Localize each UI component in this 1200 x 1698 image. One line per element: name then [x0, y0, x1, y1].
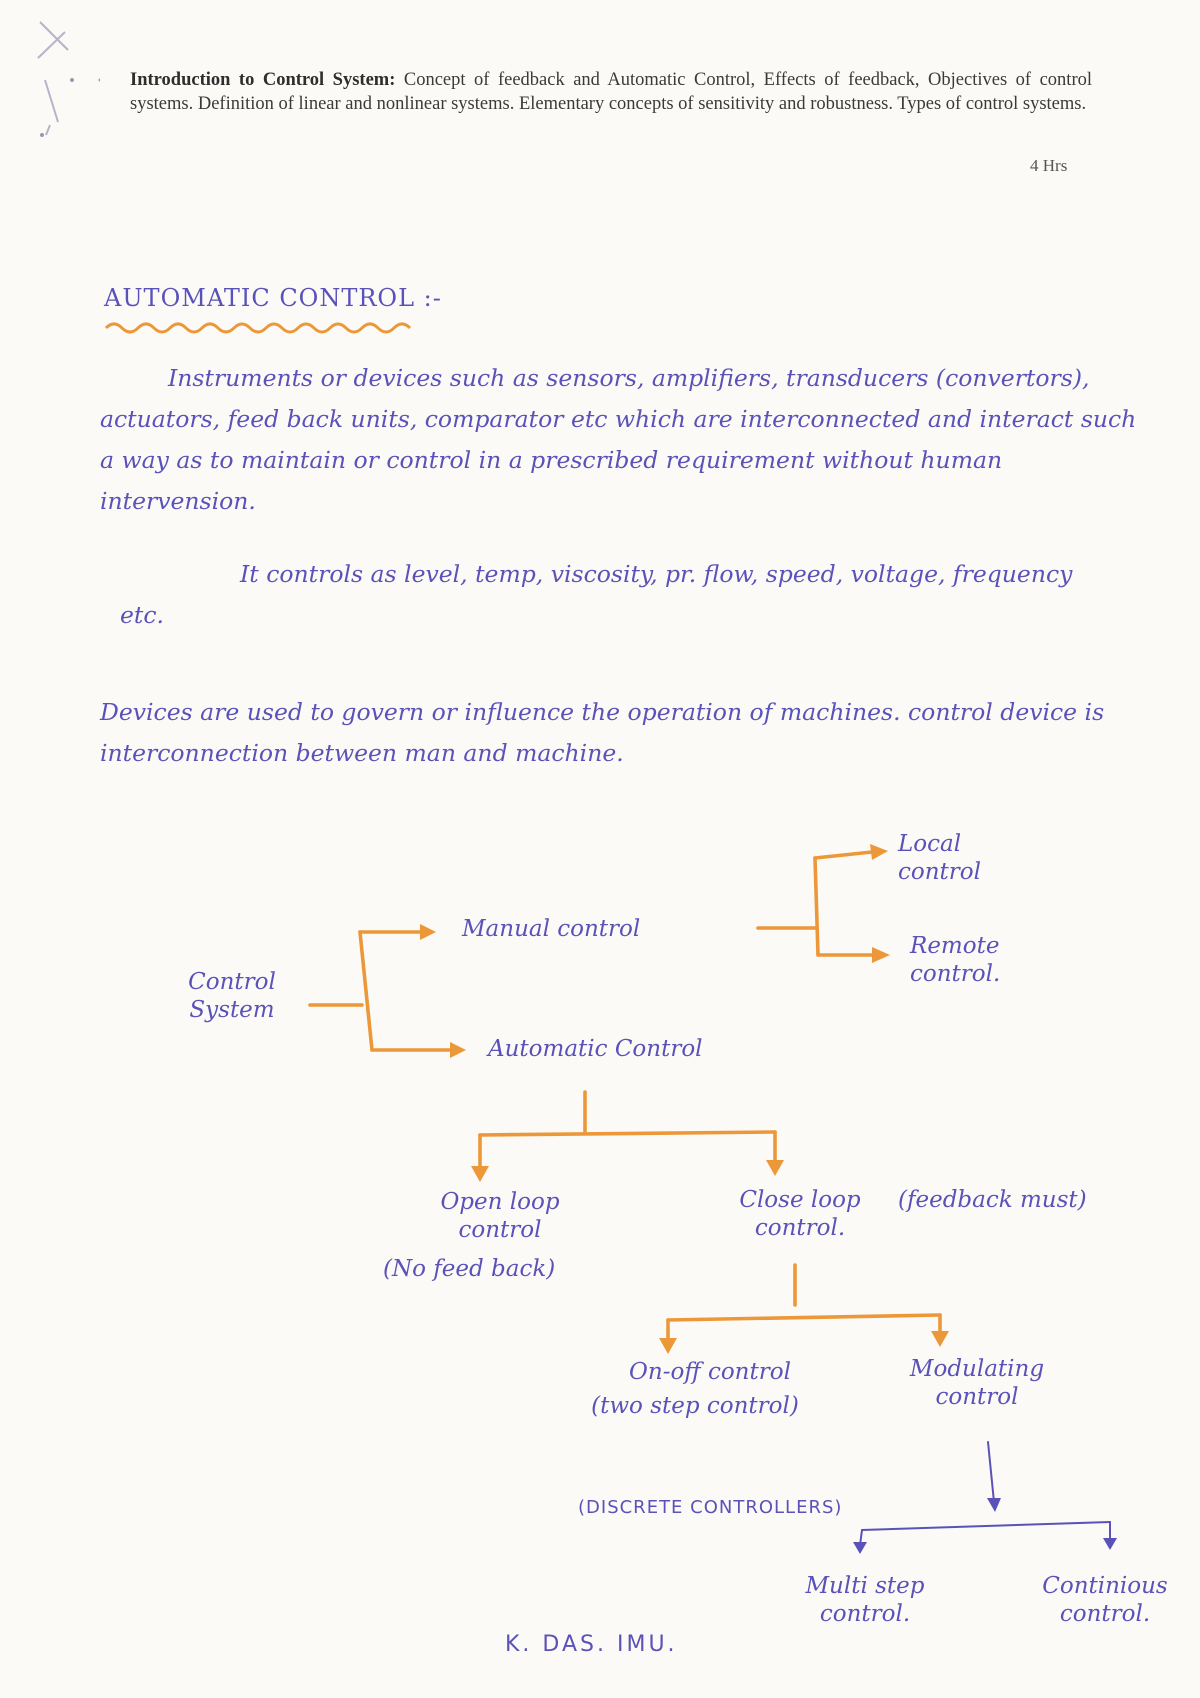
- node-local-control: Local control: [898, 831, 981, 885]
- connector-local: [813, 850, 874, 860]
- node-open-loop: Open loop control: [440, 1189, 560, 1243]
- author-signature: K. DAS. IMU.: [505, 1632, 678, 1657]
- syllabus-title: Introduction to Control System:: [130, 70, 396, 90]
- node-open-loop-note: (No feed back): [383, 1256, 556, 1282]
- connector-close-bar: [666, 1313, 942, 1322]
- arrow-remote: [872, 947, 890, 963]
- node-close-loop-note: (feedback must): [898, 1187, 1087, 1213]
- arrow-multi: [853, 1542, 867, 1554]
- connector-automatic-bar: [478, 1130, 777, 1137]
- notes-paragraph-2: It controls as level, temp, viscosity, p…: [120, 560, 1073, 629]
- connector-mod-bar: [861, 1521, 1111, 1531]
- arrow-manual: [420, 924, 436, 940]
- node-continuous-control: Continious control.: [1042, 1573, 1168, 1627]
- arrow-close: [766, 1160, 784, 1176]
- syllabus-hours: 4 Hrs: [1030, 156, 1068, 175]
- notes-heading: AUTOMATIC CONTROL :-: [104, 284, 442, 312]
- node-automatic-control: Automatic Control: [488, 1036, 703, 1062]
- heading-underline: [104, 322, 412, 334]
- notes-paragraph-1: Instruments or devices such as sensors, …: [100, 364, 1137, 515]
- margin-scribble: [37, 21, 100, 137]
- arrow-onoff: [659, 1338, 677, 1354]
- node-close-loop: Close loop control.: [739, 1187, 861, 1241]
- syllabus-text: Concept of feedback and Automatic Contro…: [130, 70, 1092, 114]
- node-multi-step-control: Multi step control.: [805, 1573, 925, 1627]
- syllabus-paragraph: Introduction to Control System: Concept …: [130, 68, 1092, 116]
- node-on-off-control: On-off control: [629, 1359, 791, 1385]
- arrow-modulating: [931, 1331, 949, 1347]
- arrow-continuous: [1103, 1538, 1117, 1550]
- arrow-modulating-down: [987, 1498, 1001, 1512]
- node-remote-control: Remote control.: [910, 933, 1001, 987]
- arrow-open: [471, 1166, 489, 1182]
- arrow-automatic: [450, 1042, 466, 1058]
- node-control-system: Control System: [188, 969, 276, 1023]
- notes-paragraph-3: Devices are used to govern or influence …: [100, 698, 1105, 767]
- connector-manual-spine: [813, 856, 820, 957]
- connector-modulating-down: [987, 1441, 995, 1503]
- arrow-local: [870, 844, 888, 860]
- node-discrete-controllers: (DISCRETE CONTROLLERS): [578, 1497, 843, 1518]
- node-modulating-control: Modulating control: [909, 1356, 1045, 1410]
- node-on-off-note: (two step control): [591, 1393, 799, 1419]
- connector-multi: [859, 1529, 863, 1546]
- connector-root-spine: [358, 930, 374, 1052]
- node-manual-control: Manual control: [462, 916, 641, 942]
